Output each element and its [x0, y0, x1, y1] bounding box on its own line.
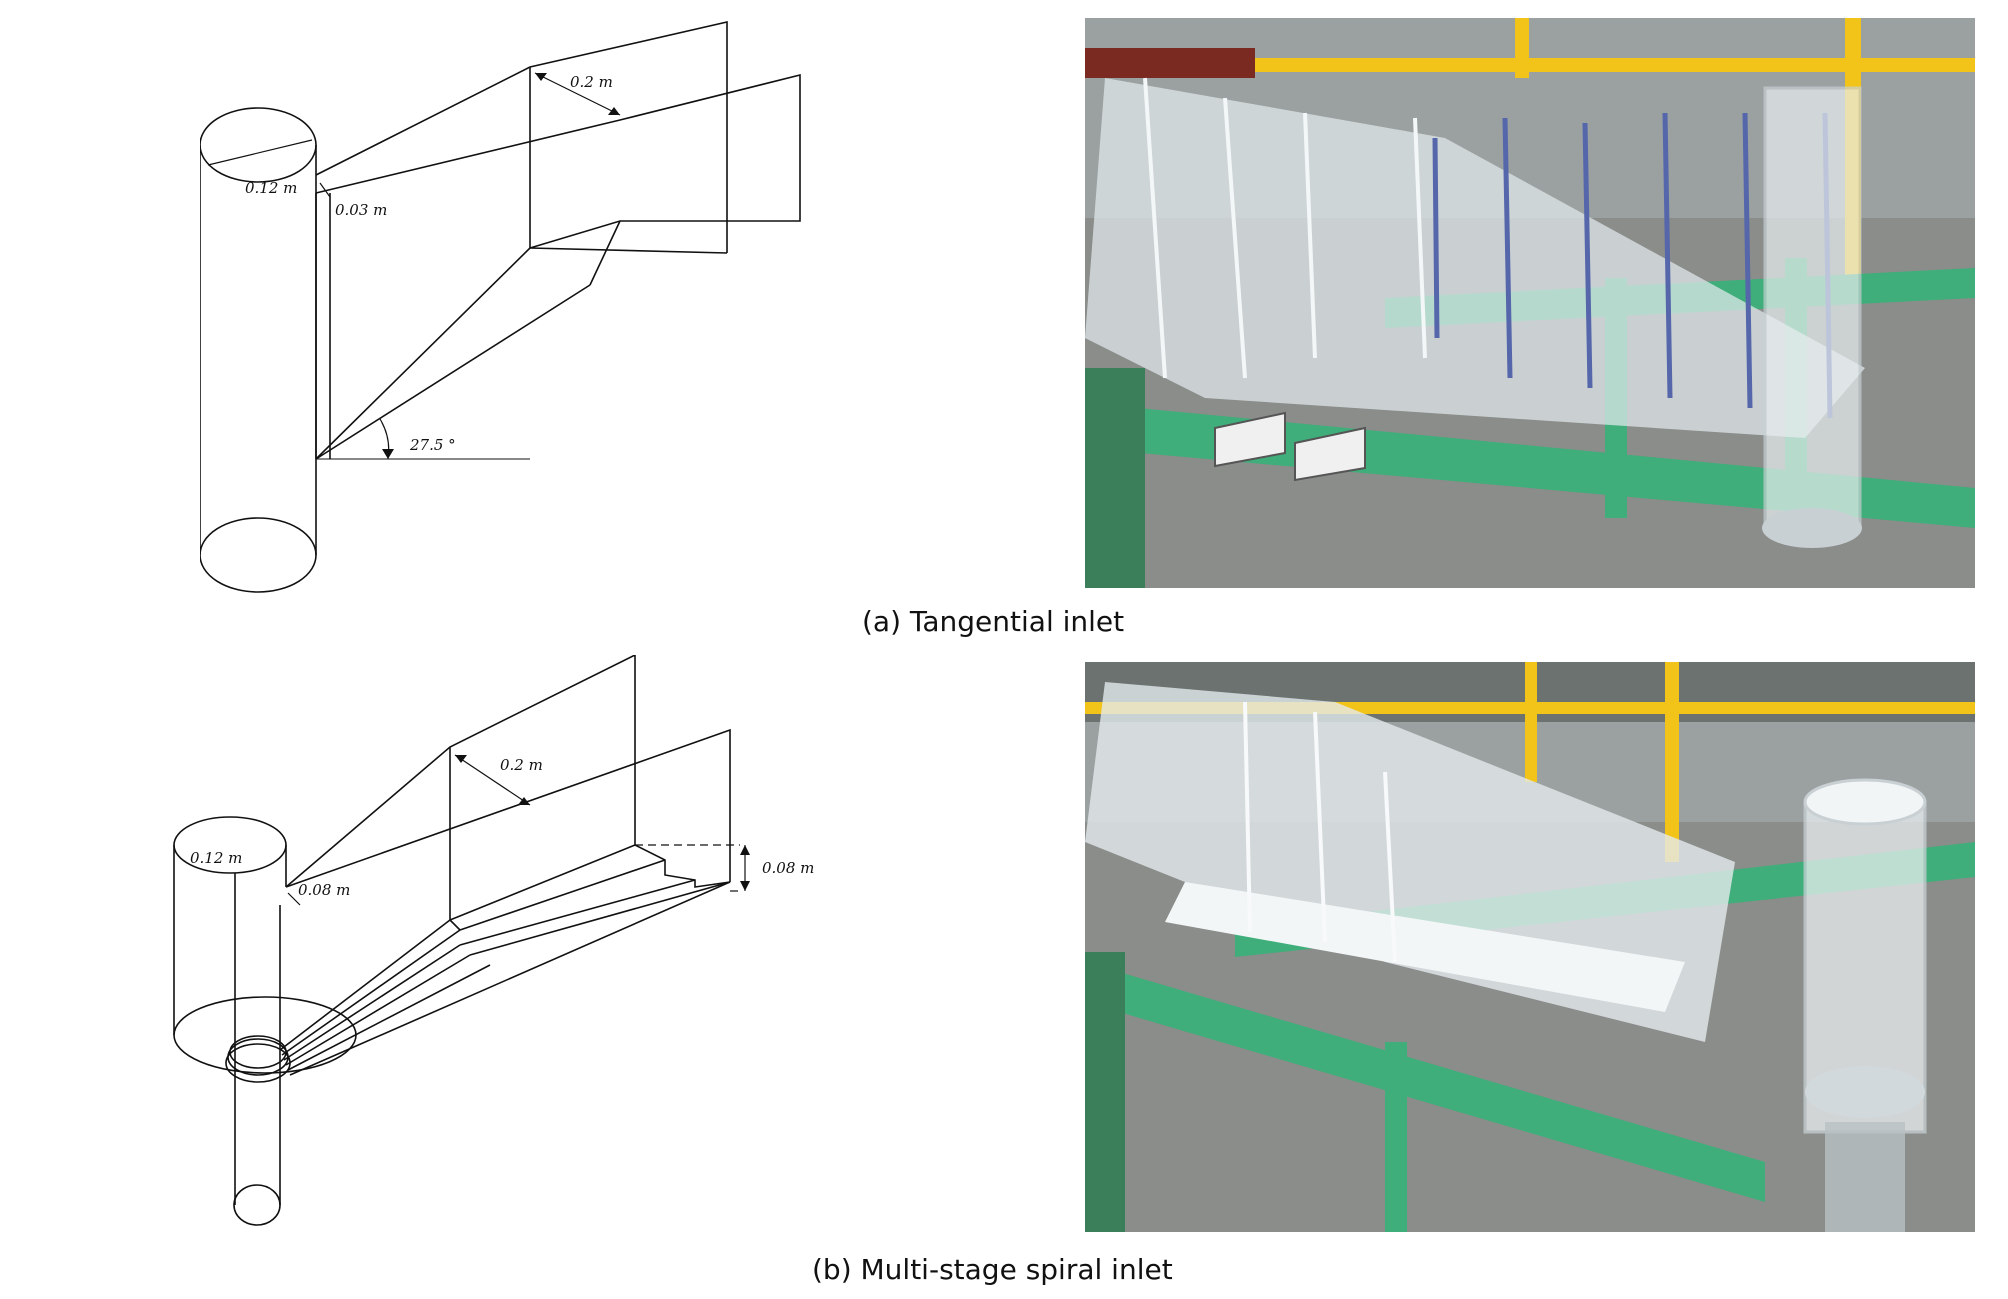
dim-gap: 0.03 m	[335, 201, 387, 219]
caption-a: (a) Tangential inlet	[862, 605, 1125, 638]
dim-width-top: 0.2 m	[570, 73, 613, 91]
cylinder-bottom	[200, 517, 317, 593]
dim-diameter-b: 0.12 m	[190, 849, 242, 867]
cylinder-top	[200, 107, 317, 183]
tangential-inlet-drawing: 0.2 m 0.12 m 0.03 m 27.5 °	[200, 20, 801, 593]
tangential-inlet-photo	[1085, 18, 1975, 588]
spiral-inlet-drawing: 0.2 m 0.12 m 0.08 m 0.08 m	[173, 655, 814, 1226]
dim-width-top-b: 0.2 m	[500, 756, 543, 774]
dim-gap-b: 0.08 m	[298, 881, 350, 899]
dim-step-height-b: 0.08 m	[762, 859, 814, 877]
dim-angle: 27.5 °	[409, 436, 456, 454]
spiral-inlet-photo	[1085, 662, 1975, 1232]
dim-diameter: 0.12 m	[245, 179, 297, 197]
caption-b: (b) Multi-stage spiral inlet	[812, 1253, 1173, 1286]
